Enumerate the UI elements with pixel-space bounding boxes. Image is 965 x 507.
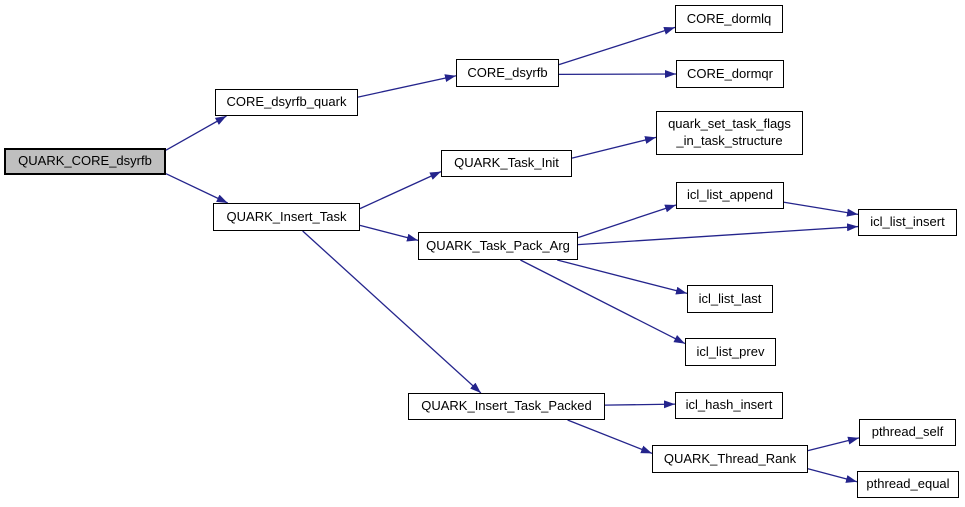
edge-QUARK_Task_Pack_Arg-to-icl_list_prev — [520, 259, 686, 345]
node-quark_set_task_flags_in_task_structure[interactable]: quark_set_task_flags _in_task_structure — [656, 111, 803, 155]
node-icl_list_append[interactable]: icl_list_append — [676, 182, 784, 209]
node-icl_list_prev[interactable]: icl_list_prev — [685, 338, 776, 366]
node-CORE_dormlq[interactable]: CORE_dormlq — [675, 5, 783, 33]
edge-QUARK_Task_Pack_Arg-to-icl_list_insert — [577, 223, 859, 246]
edge-QUARK_Insert_Task_Packed-to-icl_hash_insert — [604, 400, 676, 409]
node-QUARK_Insert_Task_Packed[interactable]: QUARK_Insert_Task_Packed — [408, 393, 605, 420]
edge-QUARK_Insert_Task-to-QUARK_Insert_Task_Packed — [302, 230, 482, 394]
edge-QUARK_Insert_Task_Packed-to-QUARK_Thread_Rank — [567, 419, 653, 455]
edge-QUARK_CORE_dsyrfb-to-QUARK_Insert_Task — [165, 173, 228, 204]
edge-QUARK_CORE_dsyrfb-to-CORE_dsyrfb_quark — [165, 115, 227, 151]
edge-QUARK_Thread_Rank-to-pthread_self — [807, 436, 860, 452]
edge-QUARK_Task_Pack_Arg-to-icl_list_append — [577, 204, 677, 239]
node-pthread_self[interactable]: pthread_self — [859, 419, 956, 446]
node-QUARK_Thread_Rank[interactable]: QUARK_Thread_Rank — [652, 445, 808, 473]
edge-icl_list_append-to-icl_list_insert — [783, 201, 859, 217]
edge-QUARK_Insert_Task-to-QUARK_Task_Init — [359, 171, 442, 210]
edge-QUARK_Task_Init-to-quark_set_task_flags_in_task_structure — [571, 136, 657, 159]
node-CORE_dsyrfb_quark[interactable]: CORE_dsyrfb_quark — [215, 89, 358, 116]
edge-CORE_dsyrfb-to-CORE_dormlq — [558, 26, 676, 66]
edge-QUARK_Task_Pack_Arg-to-icl_list_last — [557, 259, 688, 295]
node-QUARK_Task_Init[interactable]: QUARK_Task_Init — [441, 150, 572, 177]
node-QUARK_Insert_Task[interactable]: QUARK_Insert_Task — [213, 203, 360, 231]
node-QUARK_CORE_dsyrfb: QUARK_CORE_dsyrfb — [4, 148, 166, 175]
node-icl_list_insert[interactable]: icl_list_insert — [858, 209, 957, 236]
node-CORE_dsyrfb[interactable]: CORE_dsyrfb — [456, 59, 559, 87]
node-pthread_equal[interactable]: pthread_equal — [857, 471, 959, 498]
edge-QUARK_Insert_Task-to-QUARK_Task_Pack_Arg — [359, 224, 419, 242]
node-QUARK_Task_Pack_Arg[interactable]: QUARK_Task_Pack_Arg — [418, 232, 578, 260]
node-icl_list_last[interactable]: icl_list_last — [687, 285, 773, 313]
edge-QUARK_Thread_Rank-to-pthread_equal — [807, 468, 858, 483]
node-CORE_dormqr[interactable]: CORE_dormqr — [676, 60, 784, 88]
node-icl_hash_insert[interactable]: icl_hash_insert — [675, 392, 783, 419]
edge-CORE_dsyrfb_quark-to-CORE_dsyrfb — [357, 74, 457, 98]
